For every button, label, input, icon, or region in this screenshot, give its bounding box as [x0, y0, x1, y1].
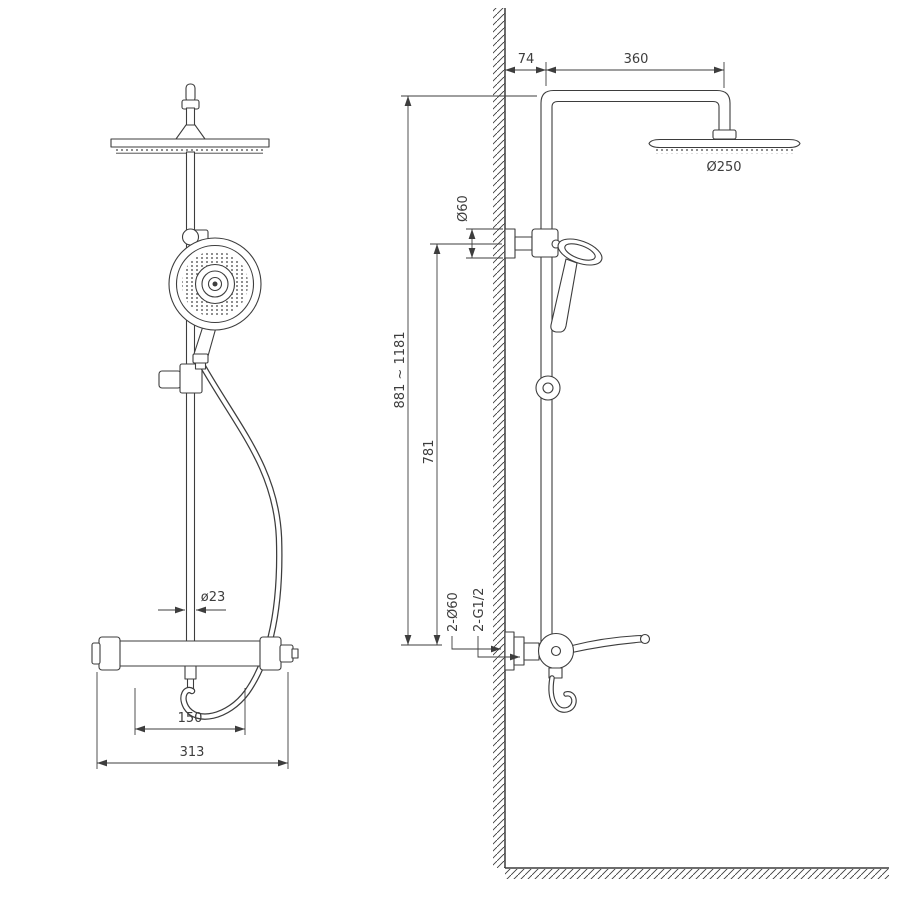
- pipe-diameter-label: ø23: [201, 590, 226, 605]
- dimension-wall-offset: 74: [505, 52, 547, 86]
- inlet-spacing-label: 150: [178, 711, 203, 726]
- wall-inlet-diameter-label: 2-Ø60: [446, 592, 461, 632]
- slider-clamp-front: [158, 363, 203, 394]
- dimension-overall-width: 313: [96, 672, 289, 769]
- arm-length-label: 360: [624, 52, 649, 67]
- riser-pipe-side: [540, 89, 737, 647]
- bracket-diameter-label: Ø60: [456, 195, 471, 222]
- thermostatic-mixer-side: [504, 631, 651, 713]
- wall-section: [493, 8, 889, 879]
- dimension-inlet-spacing: 150: [134, 688, 246, 735]
- side-view: 74 360 Ø250 Ø60 881 ~ 1181 781: [393, 8, 889, 879]
- dimension-riser-height: 781: [422, 243, 502, 645]
- head-diameter-label: Ø250: [706, 160, 741, 175]
- thermostatic-mixer-front: [91, 636, 299, 671]
- dimension-height-range: 881 ~ 1181: [393, 95, 537, 646]
- height-range-label: 881 ~ 1181: [393, 331, 408, 408]
- wall-bracket-side: [504, 228, 559, 259]
- dimension-wall-inlets: 2-Ø60 2-G1/2: [446, 588, 520, 661]
- slider-knob-side: [535, 375, 561, 401]
- dimension-arm-length: 360: [546, 52, 725, 88]
- front-view: ø23 150 313: [91, 83, 299, 769]
- dimension-pipe-diameter: ø23: [158, 590, 226, 614]
- riser-height-label: 781: [422, 440, 437, 465]
- dimension-bracket-diameter: Ø60: [456, 195, 503, 259]
- wall-inlet-thread-label: 2-G1/2: [472, 588, 487, 632]
- rain-shower-head-side: [648, 138, 801, 154]
- hand-shower-front: [168, 237, 262, 370]
- rain-shower-head-front: [110, 83, 270, 154]
- hand-shower-side: [550, 238, 603, 333]
- wall-offset-label: 74: [518, 52, 535, 67]
- riser-pipe-front: [185, 151, 196, 647]
- mixer-outlet-front: [184, 664, 197, 680]
- overall-width-label: 313: [180, 745, 205, 760]
